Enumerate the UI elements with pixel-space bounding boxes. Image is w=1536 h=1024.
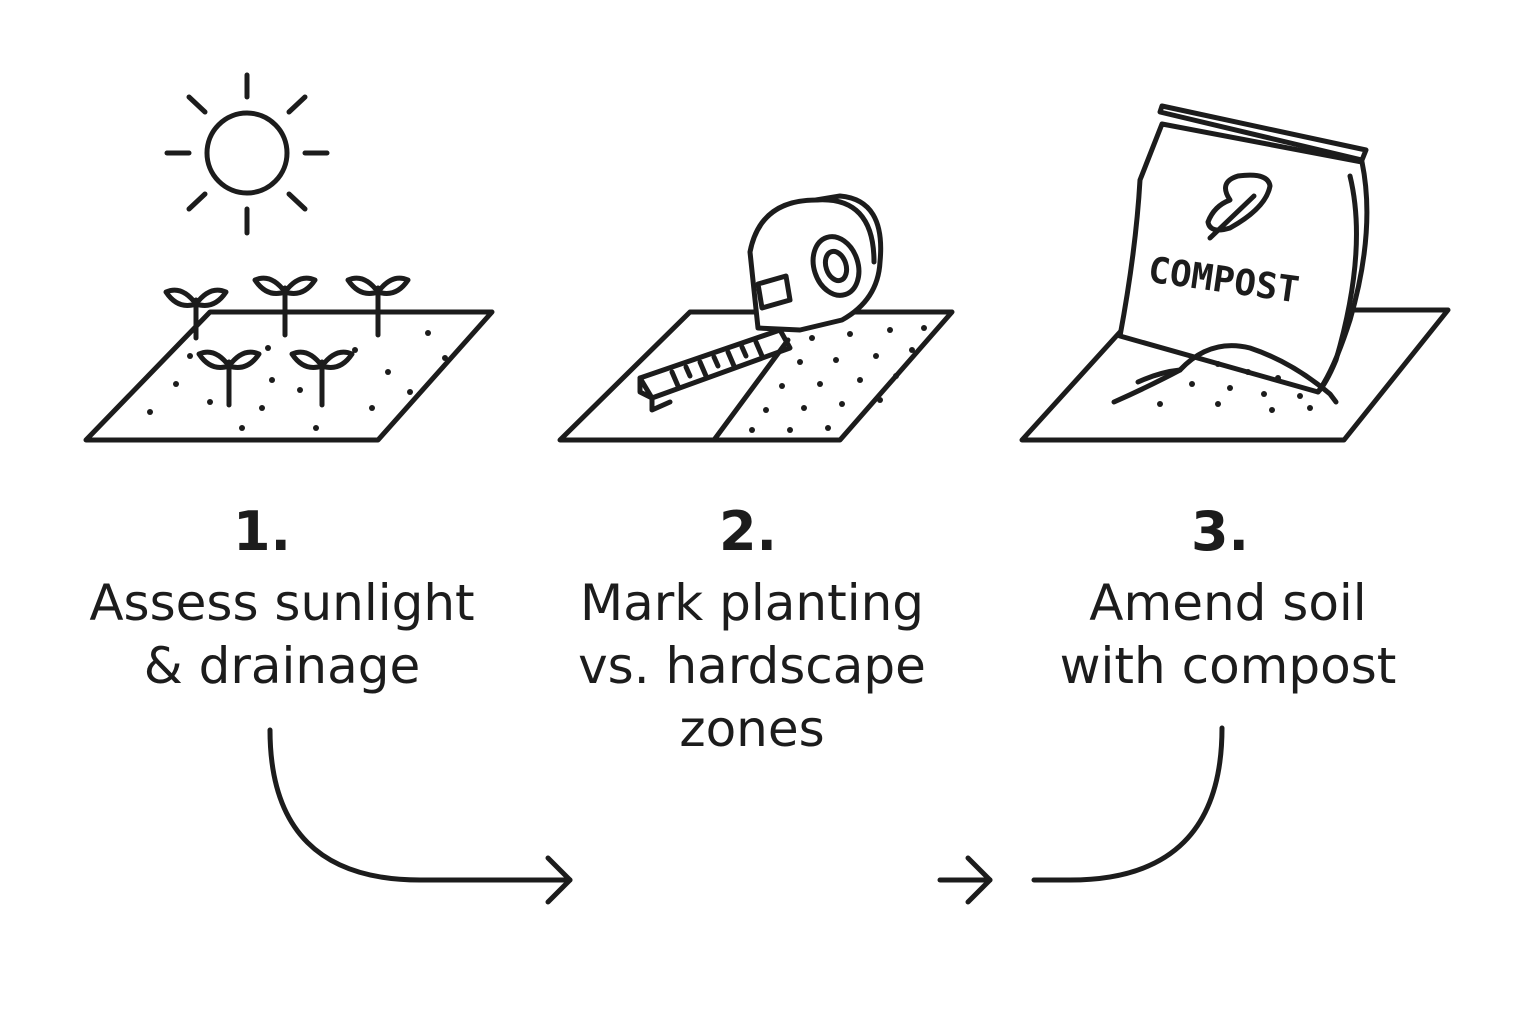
- flow-arrow-icon: [937, 855, 993, 905]
- compost-bag-icon: COMPOST: [1019, 103, 1451, 443]
- step-label-2: Mark planting vs. hardscape zones: [532, 572, 972, 761]
- sun-and-seedlings-icon: [83, 72, 495, 443]
- step-label-line: Amend soil: [1089, 574, 1367, 632]
- hardscape-dots: [749, 325, 927, 433]
- flow-connector: [1031, 725, 1225, 883]
- flow-arrow-icon: [267, 727, 573, 905]
- garden-bed-icon: [83, 309, 495, 443]
- seedling-icon: [163, 275, 411, 408]
- step-number-2: 2.: [718, 500, 778, 563]
- step-label-line: with compost: [1059, 637, 1397, 695]
- step-label-line: zones: [679, 700, 825, 758]
- bag: COMPOST: [1117, 103, 1370, 395]
- sun-icon: [164, 72, 330, 236]
- step-number-3: 3.: [1190, 500, 1250, 563]
- soil-dots: [147, 330, 448, 431]
- step-number-1: 1.: [232, 500, 292, 563]
- ground-plane-icon: [1019, 307, 1451, 443]
- step-label-line: Mark planting: [579, 574, 925, 632]
- step-label-line: vs. hardscape: [578, 637, 926, 695]
- step-label-line: & drainage: [143, 637, 421, 695]
- step-label-line: Assess sunlight: [89, 574, 475, 632]
- compost-dots: [1157, 361, 1313, 413]
- compost-pile: [1111, 343, 1339, 405]
- tape-case: [747, 193, 884, 333]
- ground-plane-icon: [557, 309, 955, 443]
- step-label-1: Assess sunlight & drainage: [62, 572, 502, 698]
- step-label-3: Amend soil with compost: [1008, 572, 1448, 698]
- measuring-tape-icon: [557, 193, 955, 443]
- tape-blade: [637, 327, 793, 413]
